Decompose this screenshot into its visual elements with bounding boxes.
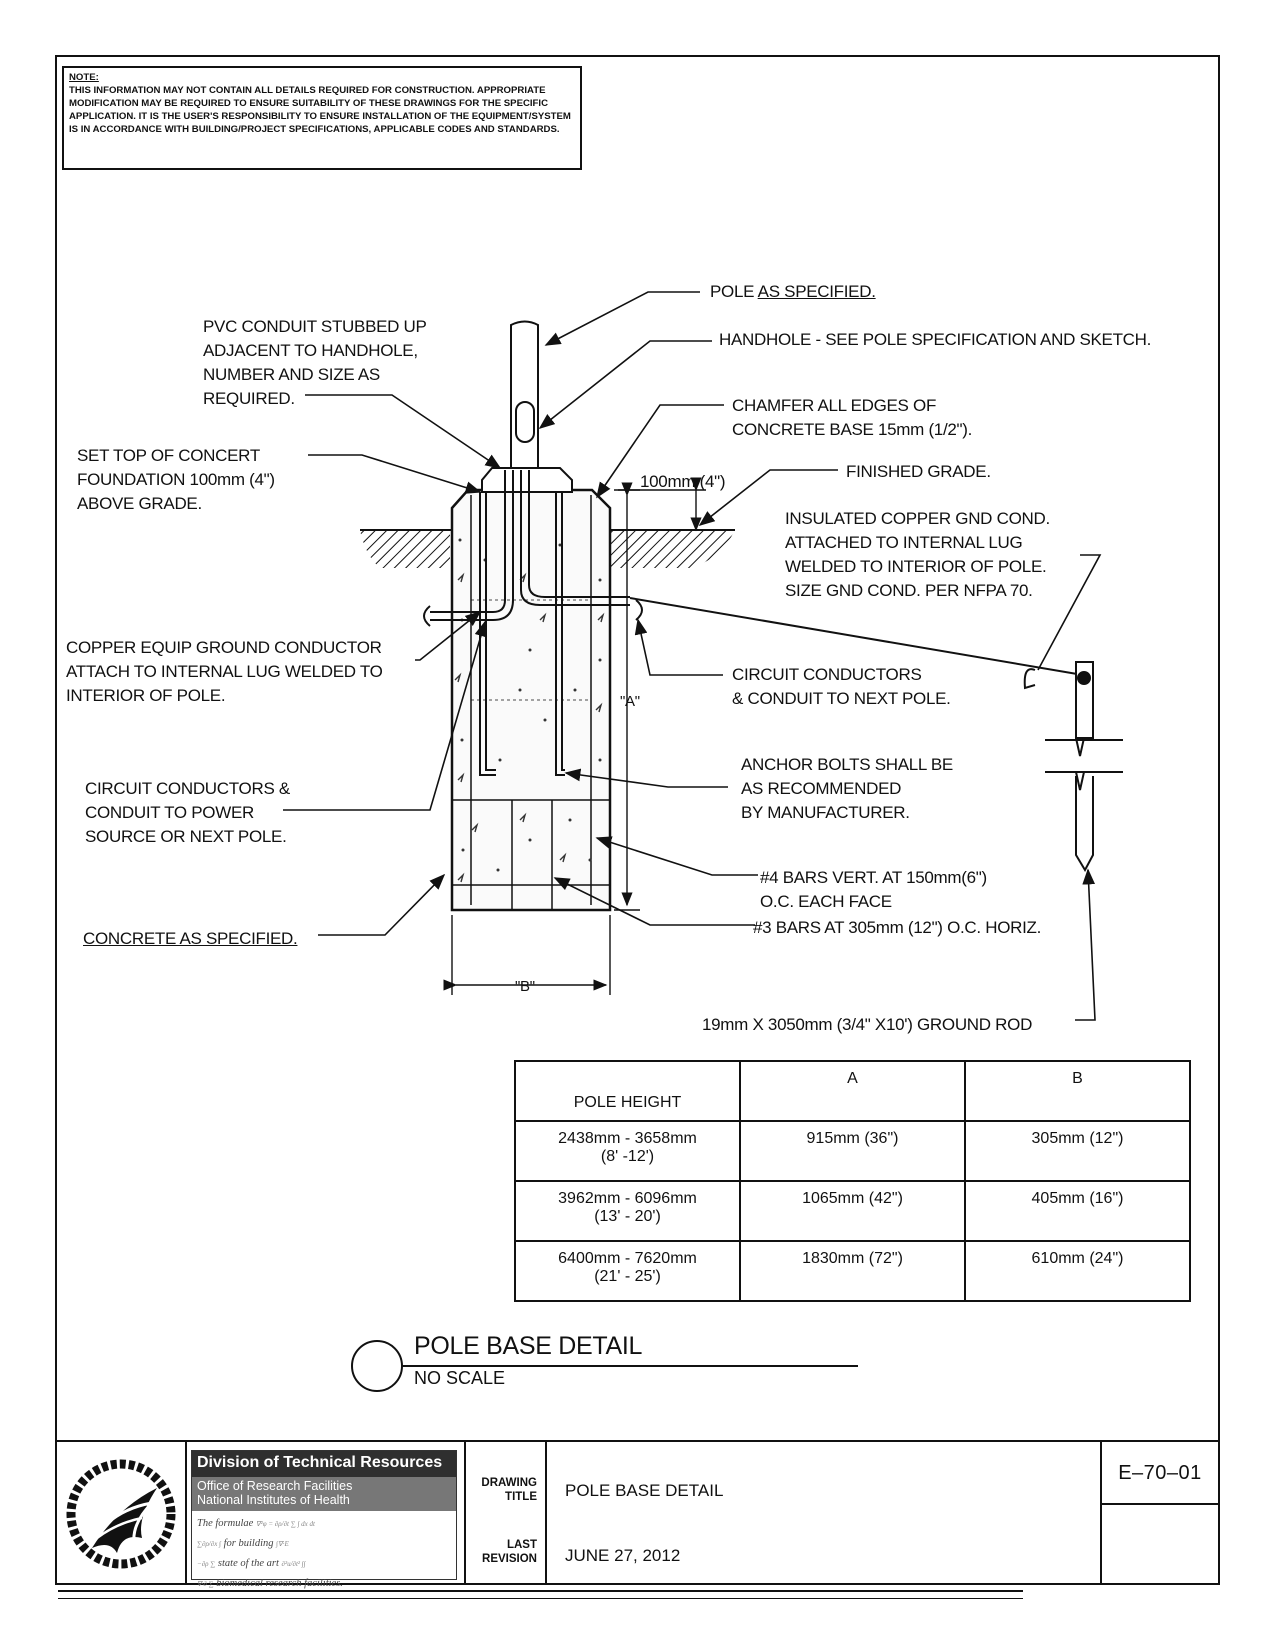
- bottom-rule: [58, 1590, 1023, 1599]
- drawing-number: E–70–01: [1118, 1462, 1202, 1484]
- callout-chamfer: CHAMFER ALL EDGES OF CONCRETE BASE 15mm …: [732, 396, 973, 439]
- callout-3-bars: #3 BARS AT 305mm (12") O.C. HORIZ.: [753, 918, 1042, 937]
- dtr-office-line1: Office of Research Facilities: [197, 1479, 353, 1493]
- dtr-office: Office of Research Facilities National I…: [192, 1477, 456, 1511]
- detail-title-bubble: [351, 1340, 858, 1392]
- title-block-divider: [545, 1440, 547, 1585]
- dtr-formula-banner: The formulae ∇²φ = ∂ρ/∂t ∑ ∫ dx dt ∑∂ρ/∂…: [197, 1518, 343, 1589]
- callout-set-top: SET TOP OF CONCERT FOUNDATION 100mm (4")…: [77, 446, 275, 513]
- table-cell-b: 305mm (12"): [964, 1120, 1191, 1182]
- table-header-a: A: [739, 1060, 966, 1122]
- table-cell-height: 2438mm - 3658mm (8' -12'): [514, 1120, 741, 1182]
- formula-text-4: biomedical research facilities.: [216, 1578, 343, 1589]
- conduits: [423, 470, 643, 776]
- table-cell-b: 405mm (16"): [964, 1180, 1191, 1242]
- title-block-divider: [185, 1440, 187, 1585]
- pole: [481, 320, 573, 493]
- ground-rod: [629, 597, 1123, 873]
- table-cell-b: 610mm (24"): [964, 1240, 1191, 1302]
- table-cell-a: 1830mm (72"): [739, 1240, 966, 1302]
- title-block-divider: [1100, 1503, 1220, 1505]
- callout-copper-equip-ground: COPPER EQUIP GROUND CONDUCTOR ATTACH TO …: [66, 638, 383, 705]
- dimensions: [443, 477, 706, 995]
- note-heading: NOTE:: [69, 72, 99, 83]
- callout-pole-prefix: POLE: [710, 282, 758, 301]
- drawing-title: POLE BASE DETAIL: [565, 1481, 724, 1500]
- table-row: 3962mm - 6096mm (13' - 20') 1065mm (42")…: [514, 1180, 1191, 1242]
- callout-ground-rod: 19mm X 3050mm (3/4" X10') GROUND ROD: [702, 1015, 1033, 1034]
- leader-lines: [283, 291, 1102, 1021]
- table-header-row: POLE HEIGHT A B: [514, 1060, 1191, 1122]
- pole-dimension-table: POLE HEIGHT A B 2438mm - 3658mm (8' -12'…: [514, 1060, 1191, 1302]
- detail-scale: NO SCALE: [414, 1368, 506, 1388]
- drawing-title-label: DRAWING TITLE: [481, 1477, 537, 1503]
- table-row: 6400mm - 7620mm (21' - 25') 1830mm (72")…: [514, 1240, 1191, 1302]
- note-body: THIS INFORMATION MAY NOT CONTAIN ALL DET…: [69, 85, 571, 135]
- dimension-b: "B": [515, 978, 535, 995]
- soil-hatch: [360, 529, 735, 568]
- callout-anchor-bolts: ANCHOR BOLTS SHALL BE AS RECOMMENDED BY …: [741, 755, 953, 822]
- table-row: 2438mm - 3658mm (8' -12') 915mm (36") 30…: [514, 1120, 1191, 1182]
- dtr-org-name: Division of Technical Resources: [192, 1451, 456, 1477]
- formula-text-3: state of the art: [217, 1558, 279, 1569]
- callout-finished-grade: FINISHED GRADE.: [846, 462, 991, 481]
- last-revision-date: JUNE 27, 2012: [565, 1546, 681, 1565]
- callout-pole: POLE AS SPECIFIED.: [710, 280, 876, 304]
- drawing-border: [55, 55, 1220, 1585]
- callout-insulated-ground: INSULATED COPPER GND COND. ATTACHED TO I…: [785, 509, 1050, 600]
- callout-handhole: HANDHOLE - SEE POLE SPECIFICATION AND SK…: [719, 330, 1152, 349]
- dtr-logo: Division of Technical Resources Office o…: [191, 1450, 457, 1589]
- dimension-a: "A": [620, 693, 640, 710]
- formula-text-2: for building: [223, 1538, 274, 1549]
- title-block-divider: [464, 1440, 466, 1585]
- callout-circuit-power: CIRCUIT CONDUCTORS & CONDUIT TO POWER SO…: [85, 779, 290, 846]
- last-revision-label: LAST REVISION: [482, 1539, 537, 1565]
- title-block: [55, 1440, 1220, 1587]
- concrete-base: [450, 488, 612, 912]
- table-cell-height: 3962mm - 6096mm (13' - 20'): [514, 1180, 741, 1242]
- table-header-b: B: [964, 1060, 1191, 1122]
- dtr-office-line2: National Institutes of Health: [197, 1493, 350, 1507]
- hhs-seal-logo: [66, 1459, 176, 1569]
- callout-4-bars: #4 BARS VERT. AT 150mm(6") O.C. EACH FAC…: [760, 868, 987, 911]
- table-cell-a: 1065mm (42"): [739, 1180, 966, 1242]
- detail-title: POLE BASE DETAIL: [414, 1332, 643, 1360]
- callout-pvc-conduit: PVC CONDUIT STUBBED UP ADJACENT TO HANDH…: [203, 317, 427, 408]
- formula-text-1: The formulae: [197, 1518, 254, 1529]
- table-header-pole-height: POLE HEIGHT: [514, 1060, 741, 1122]
- callout-concrete: CONCRETE AS SPECIFIED.: [83, 929, 298, 948]
- table-cell-height: 6400mm - 7620mm (21' - 25'): [514, 1240, 741, 1302]
- title-block-divider: [1100, 1440, 1102, 1585]
- callout-pole-suffix: AS SPECIFIED.: [757, 282, 876, 301]
- note-box: NOTE: THIS INFORMATION MAY NOT CONTAIN A…: [62, 66, 582, 170]
- table-cell-a: 915mm (36"): [739, 1120, 966, 1182]
- callout-circuit-next-pole: CIRCUIT CONDUCTORS & CONDUIT TO NEXT POL…: [732, 665, 951, 708]
- dimension-100mm: 100mm (4"): [640, 472, 726, 491]
